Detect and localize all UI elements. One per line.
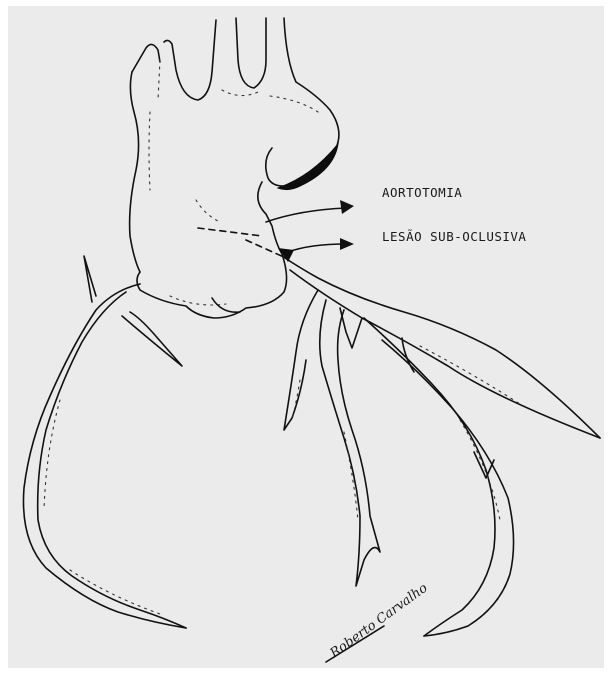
label-lesion: LESÃO SUB-OCLUSIVA (382, 229, 526, 244)
arrow-lesion (288, 238, 354, 252)
artist-signature: Roberto Carvalho (326, 581, 431, 662)
right-coronary-artery (23, 256, 186, 628)
aortotomy-incision (278, 144, 338, 190)
left-coronary-system (282, 256, 600, 636)
signature-text: Roberto Carvalho (327, 581, 431, 662)
aortic-root (137, 182, 287, 318)
aortic-arch (130, 18, 339, 272)
label-aortotomy: AORTOTOMIA (382, 185, 462, 200)
arrow-aortotomy (266, 200, 354, 222)
